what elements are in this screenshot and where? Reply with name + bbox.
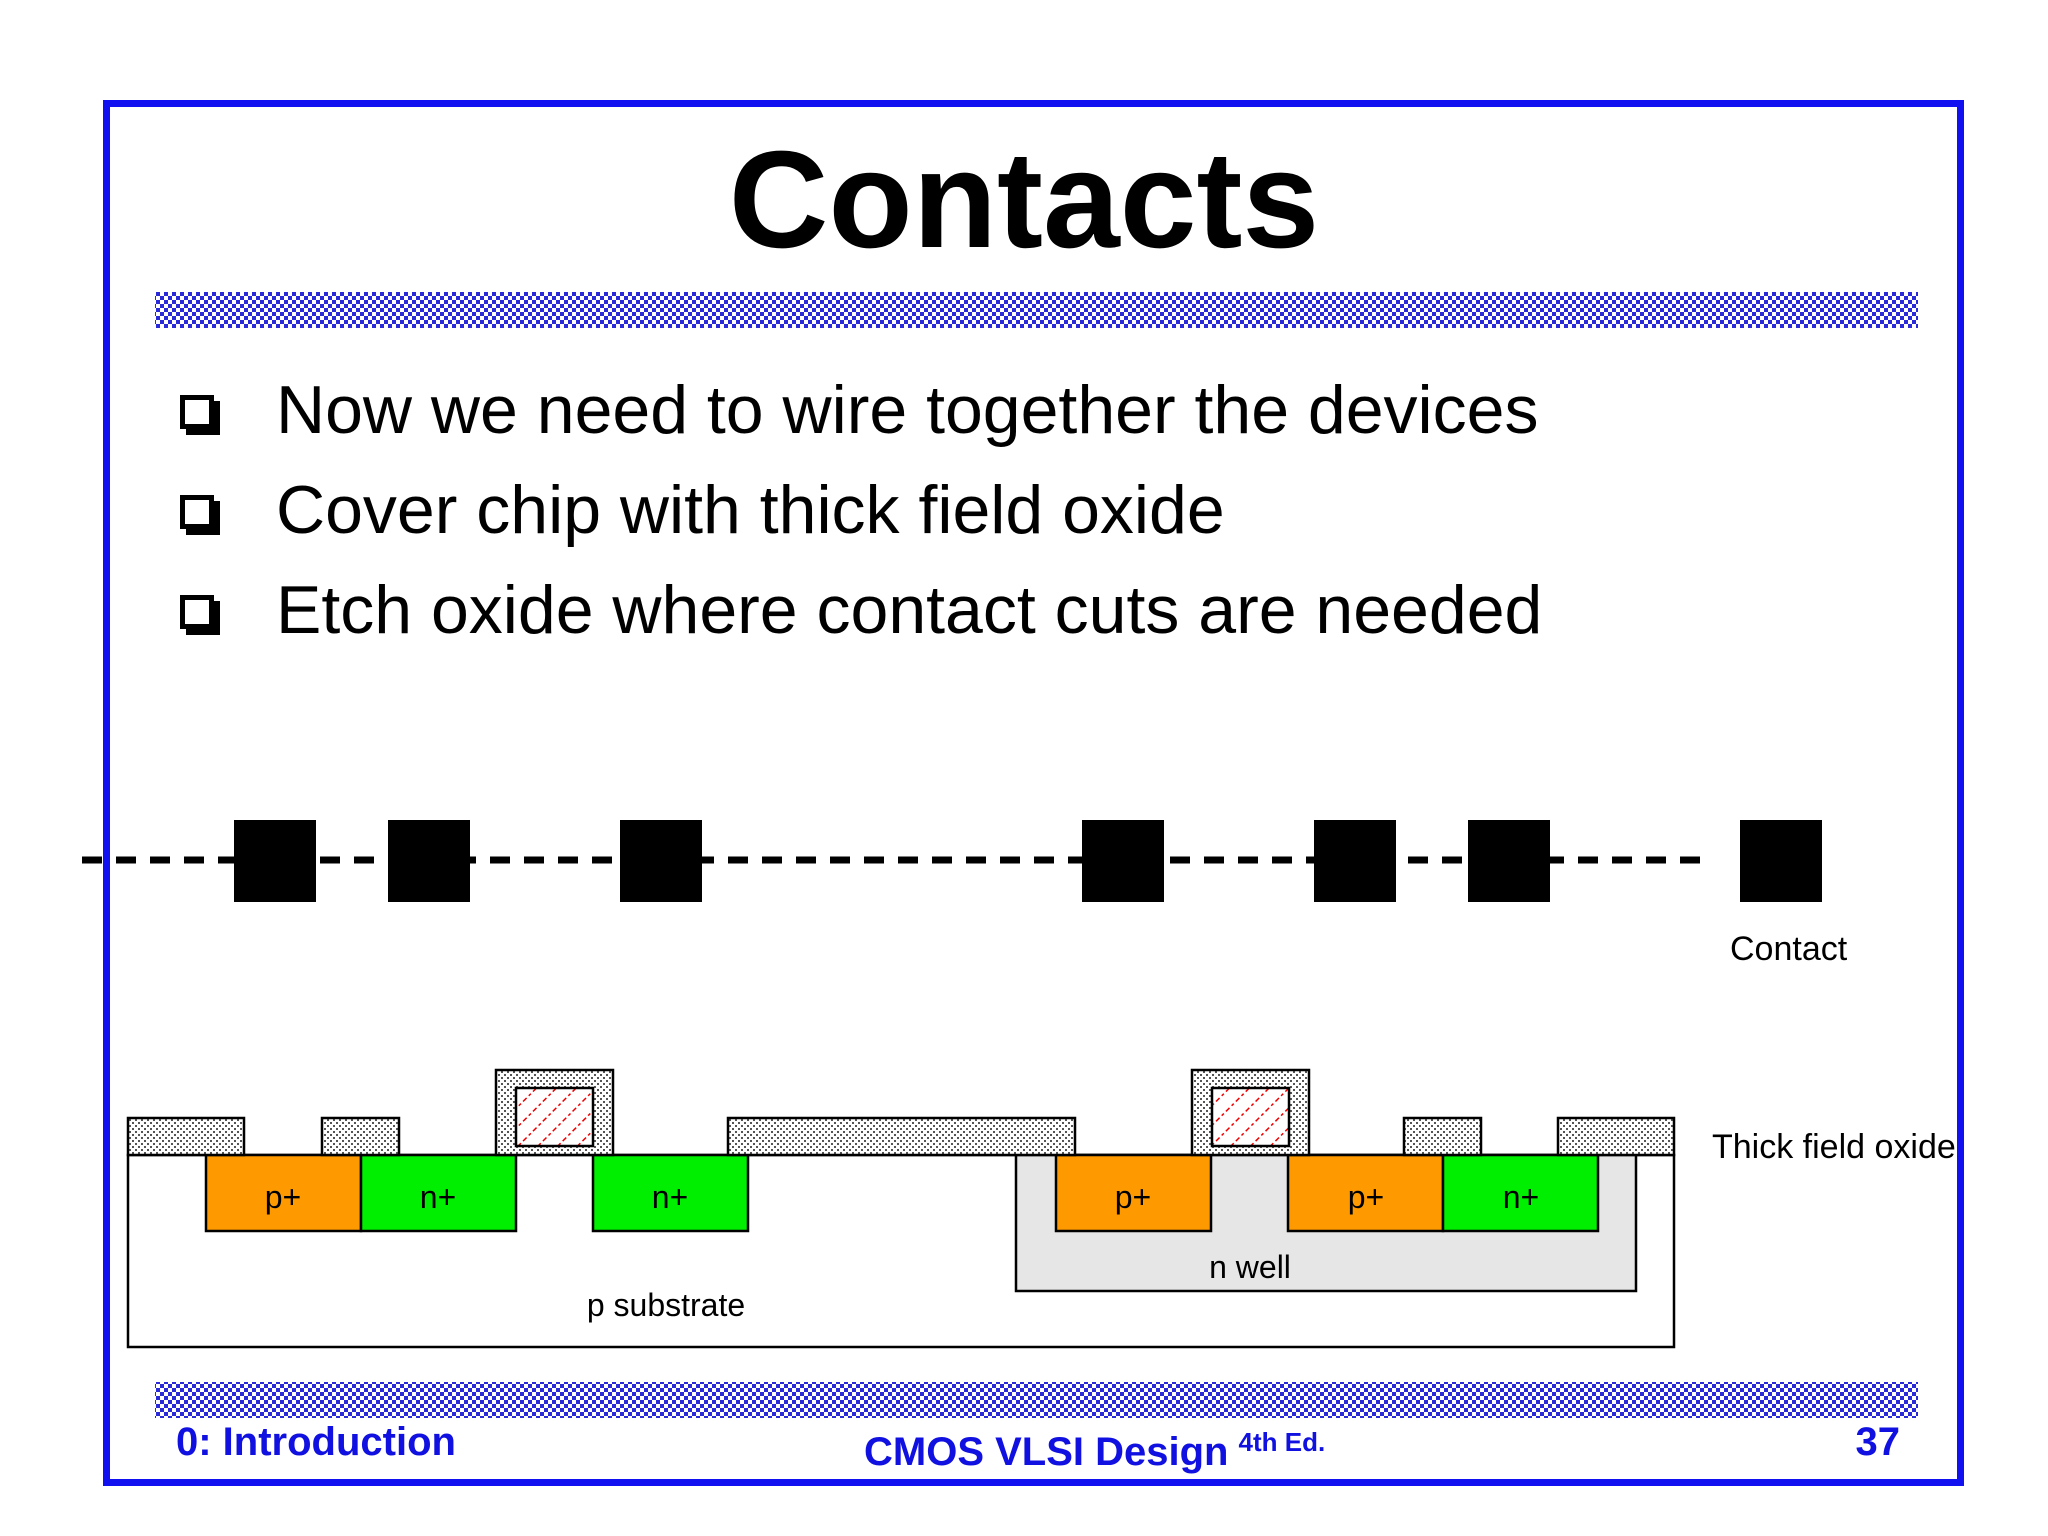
oxide-segment bbox=[1556, 1116, 1676, 1157]
p-plus-region bbox=[204, 1153, 363, 1233]
bullet-item: Now we need to wire together the devices bbox=[180, 360, 1542, 460]
checkbox-bullet-icon bbox=[180, 495, 214, 529]
oxide-segment bbox=[726, 1116, 1077, 1157]
oxide-segment bbox=[1402, 1116, 1483, 1157]
n-well-label: n well bbox=[1209, 1249, 1291, 1285]
n-plus-region bbox=[591, 1153, 750, 1233]
footer-divider-bar bbox=[155, 1382, 1918, 1418]
footer-book-name: CMOS VLSI Design bbox=[864, 1430, 1229, 1474]
polysilicon-gate bbox=[514, 1086, 595, 1148]
checkbox-bullet-icon bbox=[180, 595, 214, 629]
n-plus-region bbox=[359, 1153, 518, 1233]
n-plus-label: n+ bbox=[420, 1179, 456, 1215]
thick-field-oxide-layer bbox=[126, 1068, 1676, 1157]
thick-field-oxide-label: Thick field oxide bbox=[1712, 1128, 1956, 1166]
checkbox-bullet-icon bbox=[180, 395, 214, 429]
p-plus-label: p+ bbox=[1115, 1179, 1151, 1215]
bullet-item: Cover chip with thick field oxide bbox=[180, 460, 1542, 560]
contact-mask-layer bbox=[82, 820, 1822, 902]
p-plus-label: p+ bbox=[265, 1179, 301, 1215]
bullet-text: Etch oxide where contact cuts are needed bbox=[276, 572, 1543, 648]
oxide-segment bbox=[320, 1116, 401, 1157]
contact-square bbox=[1082, 820, 1164, 902]
contact-legend-swatch bbox=[1740, 820, 1822, 902]
n-plus-region bbox=[1441, 1153, 1600, 1233]
contact-square bbox=[1468, 820, 1550, 902]
bullet-item: Etch oxide where contact cuts are needed bbox=[180, 560, 1542, 660]
contact-legend-label: Contact bbox=[1730, 930, 1848, 968]
p-plus-region bbox=[1054, 1153, 1213, 1233]
p-substrate-label: p substrate bbox=[587, 1287, 745, 1323]
polysilicon-gate bbox=[1210, 1086, 1291, 1148]
contact-square bbox=[620, 820, 702, 902]
slide-title: Contacts bbox=[728, 123, 1320, 277]
footer-book-title: CMOS VLSI Design 4th Ed. bbox=[864, 1418, 1325, 1476]
footer-edition: 4th Ed. bbox=[1238, 1427, 1326, 1457]
bullet-text: Cover chip with thick field oxide bbox=[276, 472, 1225, 548]
footer-chapter: 0: Introduction bbox=[176, 1420, 456, 1464]
header-divider-bar bbox=[155, 292, 1918, 328]
contact-square bbox=[1314, 820, 1396, 902]
oxide-segment bbox=[126, 1116, 246, 1157]
contact-square bbox=[388, 820, 470, 902]
n-plus-label: n+ bbox=[1503, 1179, 1539, 1215]
page-number: 37 bbox=[1855, 1420, 1901, 1464]
n-plus-label: n+ bbox=[652, 1179, 688, 1215]
bullet-text: Now we need to wire together the devices bbox=[276, 372, 1539, 448]
p-plus-label: p+ bbox=[1348, 1179, 1384, 1215]
bullet-list: Now we need to wire together the devices… bbox=[180, 360, 1542, 660]
slide-frame bbox=[103, 100, 1964, 1486]
contact-square bbox=[234, 820, 316, 902]
